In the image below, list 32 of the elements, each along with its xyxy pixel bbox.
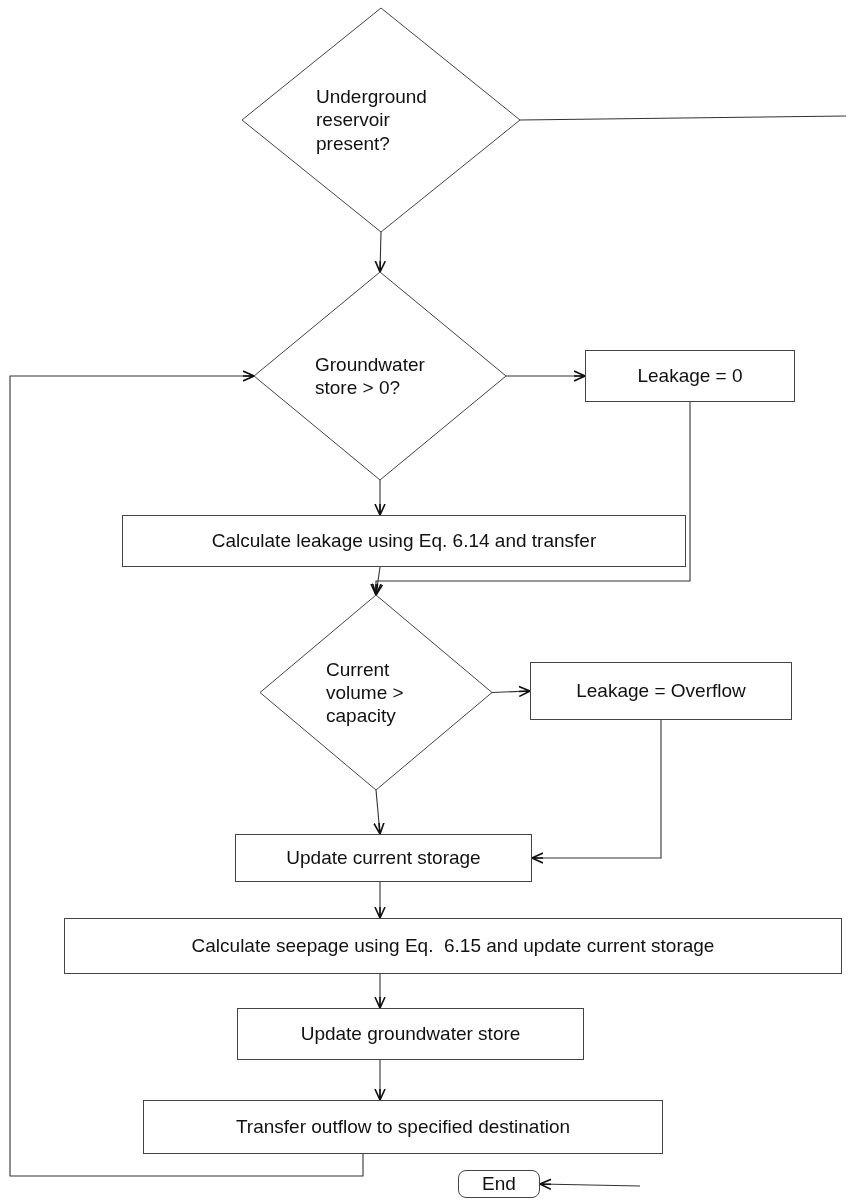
arrow	[505, 370, 586, 382]
process-box	[143, 1100, 663, 1154]
node-label: Leakage = Overflow	[576, 679, 746, 703]
arrow	[374, 479, 386, 516]
node-label: Calculate seepage using Eq. 6.15 and update current storage	[191, 934, 715, 958]
node-label: Current volume > capacity	[326, 657, 405, 728]
arrow	[370, 401, 691, 596]
process-box	[237, 1008, 584, 1060]
arrow	[9, 370, 364, 1177]
node-label: Update current storage	[286, 846, 481, 870]
node-label: Transfer outflow to specified destination	[235, 1115, 571, 1139]
node-label: Leakage = 0	[637, 364, 743, 388]
arrow	[374, 973, 386, 1009]
process-box	[235, 834, 532, 882]
node-label: Underground reservoir present?	[316, 85, 428, 155]
process-box	[530, 662, 792, 720]
node-label: Groundwater store > 0?	[315, 352, 426, 400]
node-label: End	[482, 1172, 516, 1196]
arrow	[371, 566, 384, 596]
arrow	[374, 231, 387, 273]
node-label: Calculate leakage using Eq. 6.14 and transfer	[211, 529, 597, 553]
arrow	[539, 1178, 641, 1190]
terminal-box	[458, 1170, 540, 1198]
arrow	[531, 719, 662, 864]
arrow	[373, 789, 385, 835]
arrow	[491, 685, 531, 698]
arrow	[374, 1059, 386, 1101]
process-box	[64, 918, 842, 974]
process-box	[585, 350, 795, 402]
arrow	[374, 881, 386, 919]
process-box	[122, 515, 686, 567]
node-label: Update groundwater store	[300, 1022, 521, 1046]
